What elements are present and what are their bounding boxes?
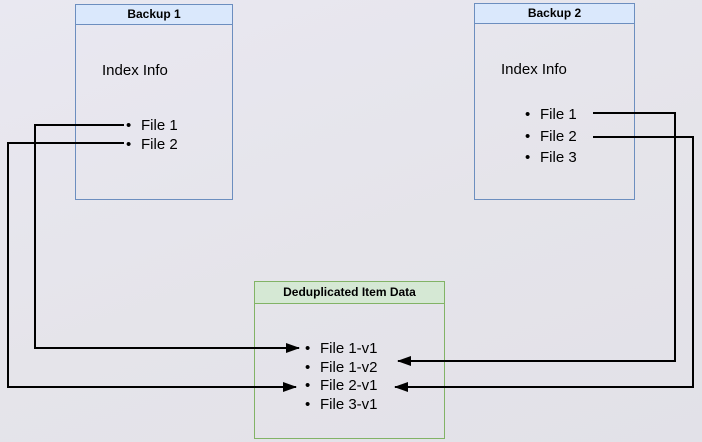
dedup-file-list: File 1-v1 File 1-v2 File 2-v1 File 3-v1: [305, 340, 378, 414]
list-item: File 3-v1: [305, 396, 378, 415]
deduplicated-item-data-box: Deduplicated Item Data File 1-v1 File 1-…: [254, 281, 445, 439]
list-item: File 2: [126, 135, 178, 154]
backup2-box: Backup 2 Index Info File 1 File 2 File 3: [474, 3, 635, 200]
dedup-title: Deduplicated Item Data: [283, 285, 416, 299]
backup1-header: Backup 1: [76, 5, 232, 25]
backup2-file-list: File 1 File 2 File 3: [525, 104, 577, 169]
dedup-header: Deduplicated Item Data: [255, 282, 444, 304]
list-item: File 1-v2: [305, 359, 378, 378]
list-item: File 1: [525, 104, 577, 126]
list-item: File 2: [525, 126, 577, 148]
backup2-header: Backup 2: [475, 4, 634, 24]
list-item: File 1: [126, 116, 178, 135]
list-item: File 1-v1: [305, 340, 378, 359]
backup2-index-info-label: Index Info: [501, 61, 567, 78]
backup1-title: Backup 1: [127, 7, 181, 21]
list-item: File 3: [525, 147, 577, 169]
backup1-index-info-label: Index Info: [102, 62, 168, 79]
backup2-title: Backup 2: [527, 6, 582, 20]
list-item: File 2-v1: [305, 377, 378, 396]
backup1-file-list: File 1 File 2: [126, 116, 178, 154]
backup1-box: Backup 1 Index Info File 1 File 2: [75, 4, 233, 200]
